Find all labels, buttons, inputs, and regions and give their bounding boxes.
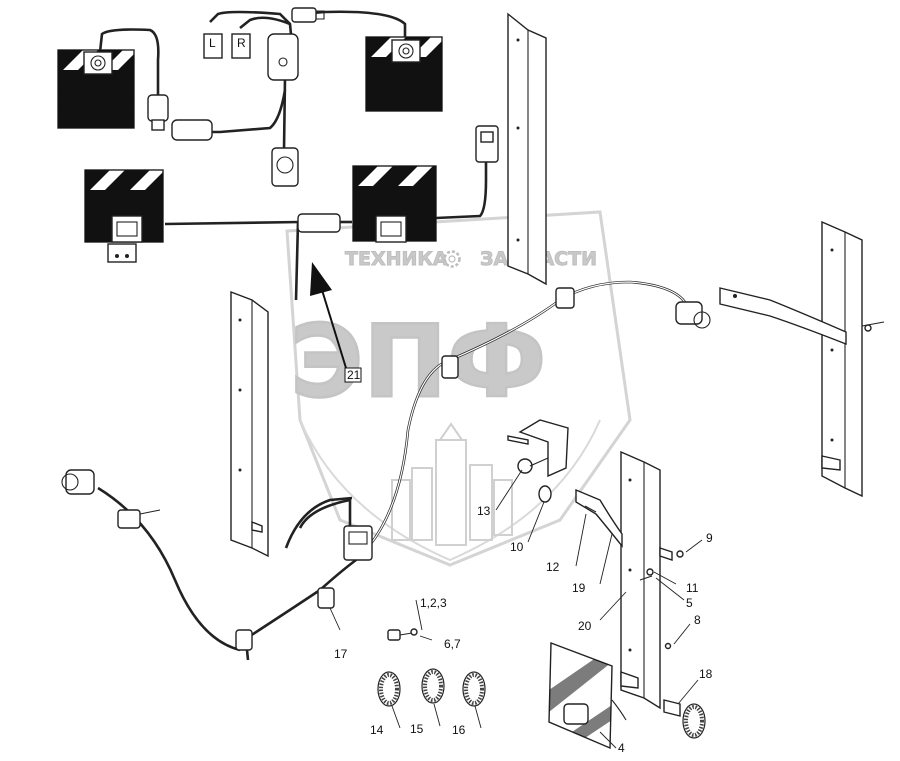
warning-panel-top-right xyxy=(365,36,443,112)
connector-plug-icon: L R xyxy=(147,7,499,233)
reflector-icon xyxy=(377,668,706,739)
warning-panel-top-left xyxy=(57,49,135,129)
callout-8: 8 xyxy=(694,613,701,627)
plug-right xyxy=(675,301,711,329)
watermark-buildings xyxy=(391,422,513,546)
callout-17: 17 xyxy=(334,647,348,661)
plug-left xyxy=(61,469,95,495)
leader-lines xyxy=(329,469,703,749)
callout-1-2-3: 1,2,3 xyxy=(420,596,447,610)
callout-labels: 1,2,3 4 5 6,7 8 9 10 11 12 13 14 15 16 1… xyxy=(334,368,713,755)
callout-9: 9 xyxy=(706,531,713,545)
callout-11: 11 xyxy=(686,581,699,595)
callout-19: 19 xyxy=(572,581,586,595)
watermark-brand-left: ТЕХНИКА xyxy=(345,248,448,270)
callout-5: 5 xyxy=(686,596,693,610)
callout-10: 10 xyxy=(510,540,524,554)
callout-14: 14 xyxy=(370,723,384,737)
callout-16: 16 xyxy=(452,723,466,737)
callout-21: 21 xyxy=(347,368,361,382)
callout-15: 15 xyxy=(410,722,424,736)
bracket-right-top xyxy=(719,287,885,346)
callout-6-7: 6,7 xyxy=(444,637,461,651)
callout-20: 20 xyxy=(578,619,592,633)
board-left xyxy=(230,290,269,558)
callout-13: 13 xyxy=(477,504,491,518)
bolt-1-2-3 xyxy=(387,628,418,641)
bracket-center xyxy=(507,419,569,503)
junction-box xyxy=(343,525,373,561)
arrow-21 xyxy=(310,262,362,383)
bracket-19 xyxy=(575,488,673,561)
warning-panel-mid-left xyxy=(84,169,164,263)
watermark: ТЕХНИКА ЗАПЧАСТИ ЭПФ xyxy=(285,210,632,567)
gear-icon xyxy=(443,250,461,268)
svg-text:R: R xyxy=(237,36,246,50)
warning-panel-mid-right xyxy=(352,165,437,243)
watermark-logo: ЭПФ xyxy=(290,303,546,420)
callout-4: 4 xyxy=(618,741,625,755)
svg-text:L: L xyxy=(209,36,216,50)
callout-18: 18 xyxy=(699,667,713,681)
board-right xyxy=(821,220,863,498)
board-top-center xyxy=(507,12,547,286)
cable-clips xyxy=(117,287,575,651)
watermark-shield xyxy=(285,210,632,567)
small-hardware xyxy=(584,505,684,717)
callout-12: 12 xyxy=(546,560,560,574)
warning-panel-bottom xyxy=(548,641,627,750)
